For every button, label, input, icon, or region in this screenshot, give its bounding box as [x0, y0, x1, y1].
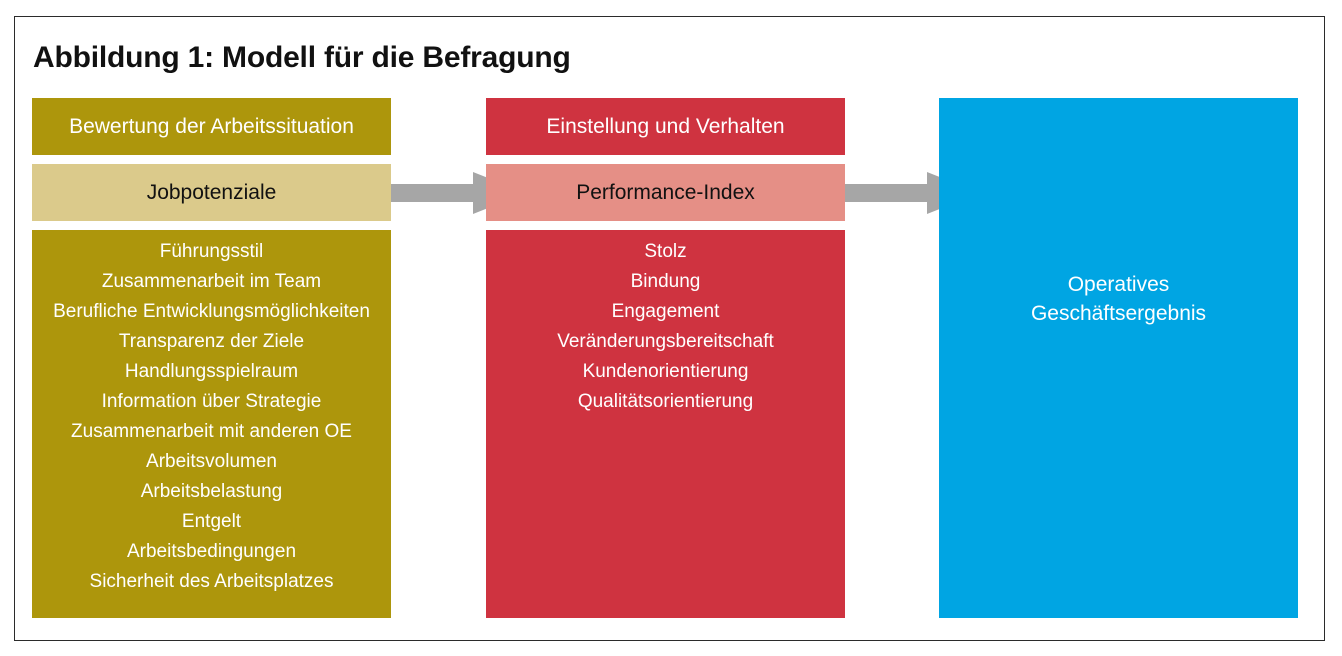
operating-result-line1: Operatives	[1067, 273, 1170, 296]
list-item: Transparenz der Ziele	[118, 331, 305, 352]
operating-result-label: Operatives Geschäftsergebnis	[939, 270, 1298, 328]
list-item: Bindung	[630, 271, 701, 292]
column-subheader-job-potentials: Jobpotenziale	[32, 164, 391, 221]
list-item: Arbeitsbelastung	[140, 481, 283, 502]
list-item: Berufliche Entwicklungsmöglichkeiten	[53, 301, 370, 322]
list-item: Kundenorientierung	[582, 361, 749, 382]
list-item: Stolz	[644, 241, 687, 262]
list-item: Zusammenarbeit mit anderen OE	[71, 421, 352, 442]
list-item: Sicherheit des Arbeitsplatzes	[89, 571, 334, 592]
column-header-attitude-behavior: Einstellung und Verhalten	[486, 98, 845, 155]
list-item: Zusammenarbeit im Team	[101, 271, 322, 292]
figure-frame	[14, 16, 1325, 641]
list-item: Engagement	[611, 301, 720, 322]
operating-result-box: Operatives Geschäftsergebnis	[939, 98, 1298, 618]
list-item: Führungsstil	[159, 241, 264, 262]
list-item: Entgelt	[181, 511, 242, 532]
figure-title: Abbildung 1: Modell für die Befragung	[33, 41, 571, 74]
operating-result-line2: Geschäftsergebnis	[1030, 302, 1207, 325]
list-item: Arbeitsvolumen	[146, 451, 277, 472]
list-item: Qualitätsorientierung	[577, 391, 754, 412]
column-header-work-assessment: Bewertung der Arbeitssituation	[32, 98, 391, 155]
list-item: Veränderungsbereitschaft	[557, 331, 774, 352]
list-item: Handlungsspielraum	[124, 361, 299, 382]
list-item: Arbeitsbedingungen	[126, 541, 297, 562]
list-item: Information über Strategie	[101, 391, 322, 412]
column-subheader-performance-index: Performance-Index	[486, 164, 845, 221]
